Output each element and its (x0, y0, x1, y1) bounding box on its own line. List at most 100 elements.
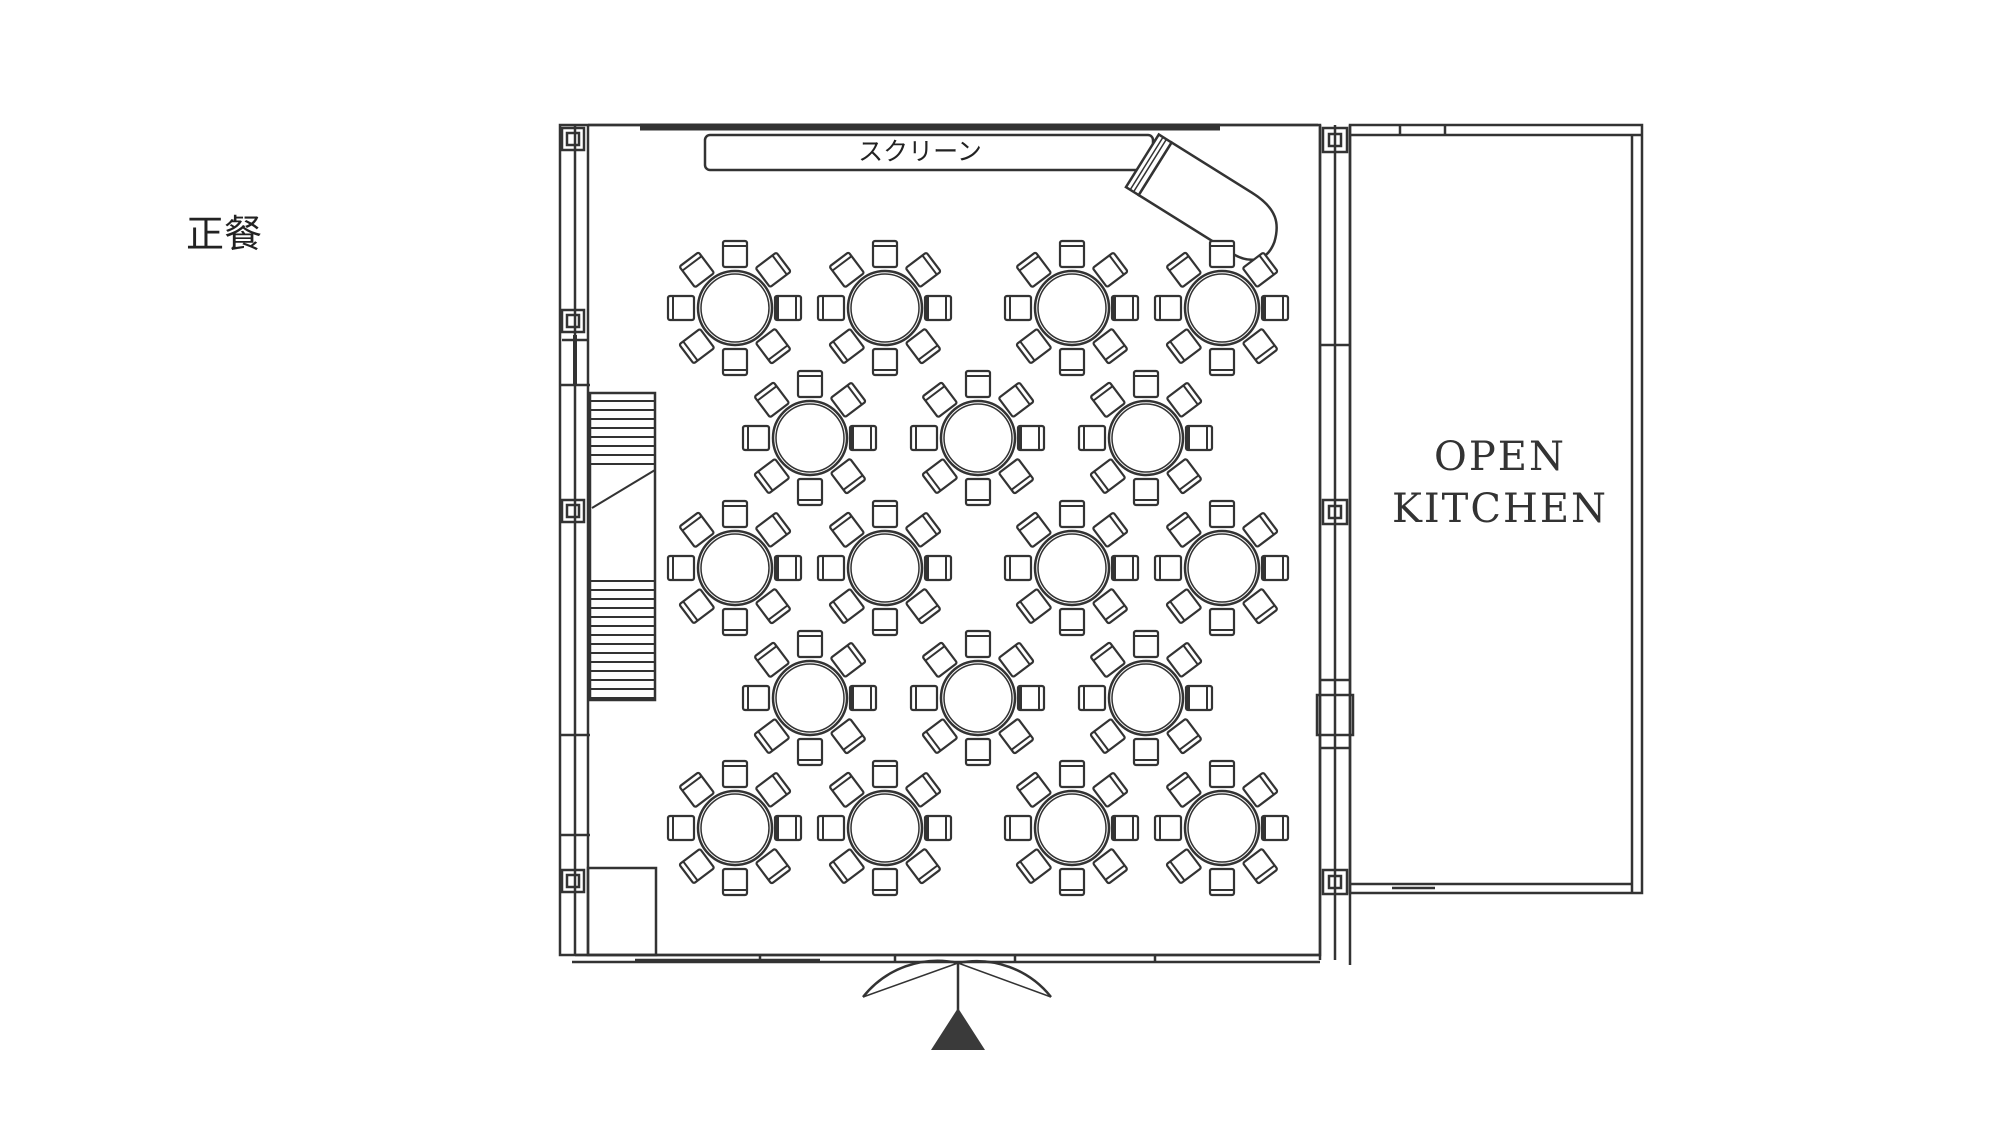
table-top (846, 789, 924, 867)
round-table-5 (741, 369, 878, 507)
chair (1092, 328, 1128, 365)
chair (1092, 252, 1129, 288)
chair (1090, 641, 1126, 678)
chair (666, 814, 696, 842)
round-table-18 (1153, 759, 1290, 897)
chair (1110, 294, 1140, 322)
chair (679, 251, 715, 288)
chair (964, 737, 992, 767)
chair (1089, 458, 1126, 494)
round-table-7 (1077, 369, 1214, 507)
table-top (771, 659, 849, 737)
chair (1003, 294, 1033, 322)
chair (1077, 424, 1107, 452)
chair (871, 867, 899, 897)
chair (1016, 511, 1052, 548)
chair (921, 458, 958, 494)
round-table-8 (666, 499, 803, 637)
table-top (771, 399, 849, 477)
chair (828, 848, 865, 884)
round-table-15 (666, 759, 803, 897)
chair (755, 772, 792, 808)
chair (922, 641, 958, 678)
chair (1208, 499, 1236, 529)
chair (1058, 867, 1086, 897)
entrance-arrow-icon (931, 1008, 985, 1050)
chair (848, 424, 878, 452)
chair (998, 458, 1034, 495)
chair (1153, 294, 1183, 322)
chair (1058, 347, 1086, 377)
chair (1132, 629, 1160, 659)
chair (1165, 328, 1202, 364)
chair (754, 641, 790, 678)
round-table-3 (1003, 239, 1140, 377)
chair (1132, 737, 1160, 767)
chair (830, 642, 867, 678)
chair (1132, 477, 1160, 507)
table-top (1033, 789, 1111, 867)
chair (1090, 381, 1126, 418)
chair (753, 718, 790, 754)
chair (816, 554, 846, 582)
grand-piano-icon (1124, 132, 1278, 261)
chair (721, 867, 749, 897)
table-top (846, 269, 924, 347)
chair (678, 588, 715, 624)
chair (1092, 512, 1129, 548)
chair (755, 848, 791, 885)
chair (828, 588, 865, 624)
chair (905, 772, 942, 808)
chair (905, 328, 941, 365)
chair (871, 239, 899, 269)
chair (1015, 328, 1052, 364)
chair (923, 294, 953, 322)
chair (829, 511, 865, 548)
table-top (1033, 269, 1111, 347)
table-top (846, 529, 924, 607)
round-table-2 (816, 239, 953, 377)
table-top (696, 269, 774, 347)
chair (1089, 718, 1126, 754)
table-top (1183, 789, 1261, 867)
chair (1166, 458, 1202, 495)
chair (1184, 424, 1214, 452)
chair (1058, 239, 1086, 269)
chair (871, 607, 899, 637)
chair (1077, 684, 1107, 712)
chair (755, 588, 791, 625)
chair (830, 382, 867, 418)
chair (796, 629, 824, 659)
round-table-13 (909, 629, 1046, 767)
round-table-1 (666, 239, 803, 377)
table-top (939, 399, 1017, 477)
chair (1242, 848, 1278, 885)
round-table-12 (741, 629, 878, 767)
chair (816, 294, 846, 322)
chair (871, 499, 899, 529)
chair (828, 328, 865, 364)
chair (829, 251, 865, 288)
chair (796, 369, 824, 399)
chair (666, 294, 696, 322)
chair (1016, 251, 1052, 288)
chair (773, 294, 803, 322)
chair (721, 499, 749, 529)
entrance-doors (862, 959, 1052, 1010)
chair (1110, 814, 1140, 842)
chair (1016, 771, 1052, 808)
chair (1092, 772, 1129, 808)
chair (871, 759, 899, 789)
chair (796, 737, 824, 767)
chair (1166, 771, 1202, 808)
chair (1015, 848, 1052, 884)
chair (998, 642, 1035, 678)
chair (923, 554, 953, 582)
chair (830, 718, 866, 755)
chair (721, 759, 749, 789)
chair (1003, 554, 1033, 582)
chair (905, 588, 941, 625)
chair (964, 629, 992, 659)
chair (678, 848, 715, 884)
table-layout (666, 239, 1290, 897)
